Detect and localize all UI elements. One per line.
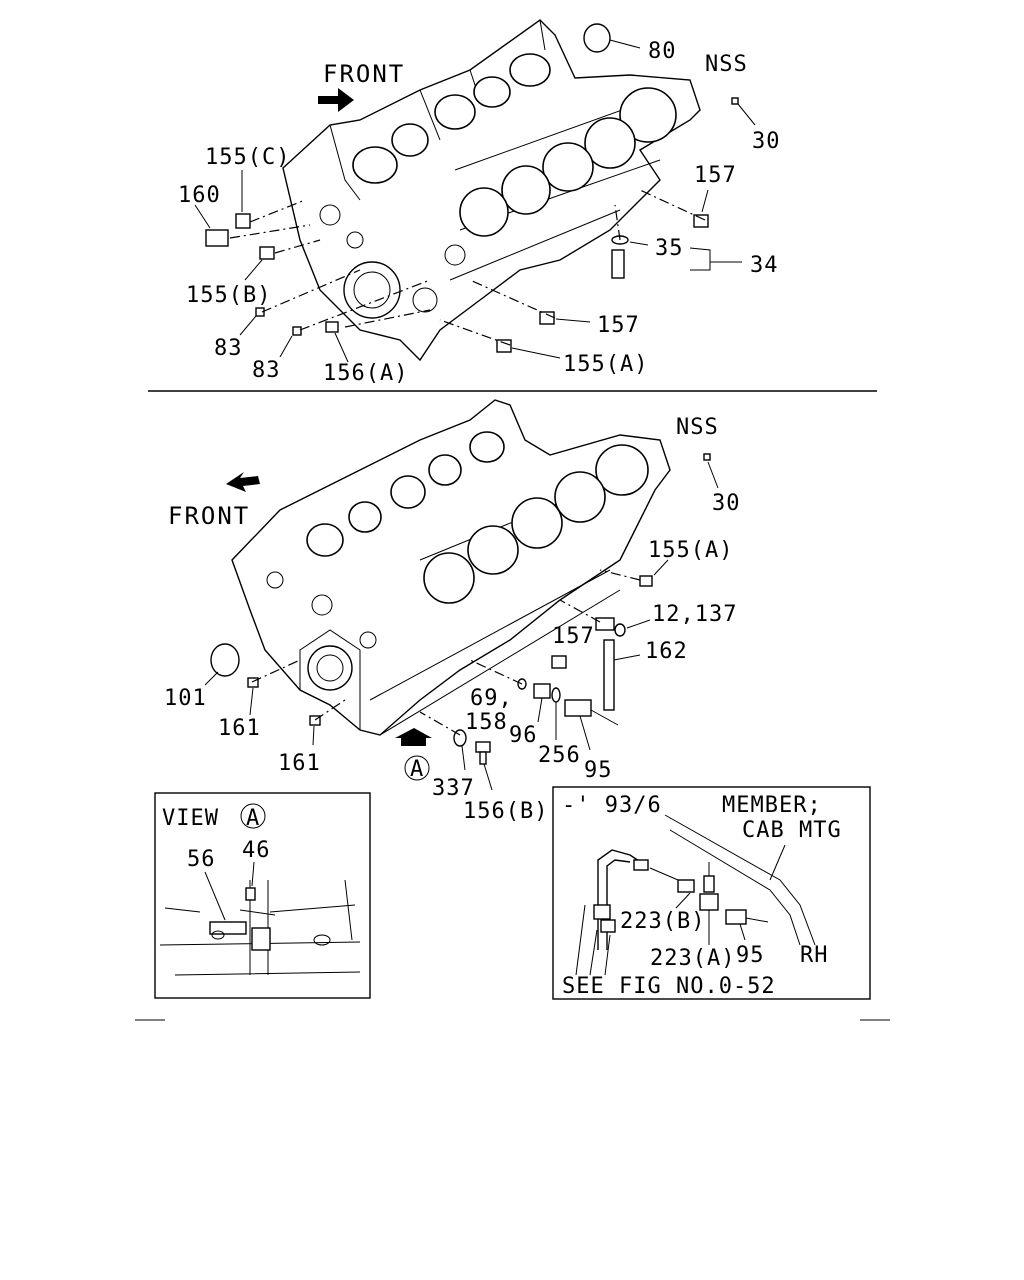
detail-label-223a: 223(A) xyxy=(650,946,735,971)
detail-member-label-line2: CAB MTG xyxy=(742,818,842,843)
top-label-156a: 156(A) xyxy=(323,361,408,386)
bottom-label-158: 158 xyxy=(465,710,508,735)
bottom-label-155a: 155(A) xyxy=(648,538,733,563)
bottom-front-label: FRONT xyxy=(168,502,250,530)
bottom-engine-block xyxy=(204,399,719,791)
top-label-34: 34 xyxy=(750,253,779,278)
bottom-label-156b: 156(B) xyxy=(463,799,548,824)
detail-date-label: -' 93/6 xyxy=(562,793,662,818)
bottom-label-337: 337 xyxy=(432,776,475,801)
detail-drawing xyxy=(575,814,816,976)
inset-detail: -' 93/6 MEMBER; CAB MTG 223(B) 223(A) 95 xyxy=(552,786,871,1000)
top-label-35: 35 xyxy=(655,236,684,261)
bottom-label-nss: NSS xyxy=(676,415,719,440)
top-label-80: 80 xyxy=(648,39,677,64)
bottom-label-157: 157 xyxy=(552,624,595,649)
bottom-label-69: 69, xyxy=(470,686,513,711)
top-view-labels: FRONT 80 NSS 30 155(C) 160 157 35 34 155… xyxy=(178,39,781,386)
bottom-label-96: 96 xyxy=(509,723,538,748)
top-label-155b: 155(B) xyxy=(186,283,271,308)
top-label-30: 30 xyxy=(752,129,781,154)
bottom-view-labels: FRONT NSS 30 155(A) 12,137 157 162 101 6… xyxy=(164,415,741,824)
view-a-title: VIEW xyxy=(162,806,219,831)
top-label-157-bottom: 157 xyxy=(597,313,640,338)
top-block-parts xyxy=(194,23,756,363)
bottom-block-ports xyxy=(306,431,505,557)
top-label-160: 160 xyxy=(178,183,221,208)
view-a-drawing xyxy=(159,861,361,976)
top-engine-block xyxy=(194,19,756,363)
bottom-cylinder-bores xyxy=(423,444,649,604)
detail-label-223b: 223(B) xyxy=(620,909,705,934)
top-block-ports xyxy=(352,53,551,184)
top-front-label: FRONT xyxy=(323,60,405,88)
bottom-block-parts xyxy=(204,453,719,791)
top-label-83-right: 83 xyxy=(252,358,281,383)
bottom-label-view-a-marker: A xyxy=(410,757,424,782)
bottom-label-12-137: 12,137 xyxy=(652,602,737,627)
top-label-155c: 155(C) xyxy=(205,145,290,170)
view-a-title-symbol: A xyxy=(246,806,260,831)
top-label-nss: NSS xyxy=(705,52,748,77)
bottom-label-95: 95 xyxy=(584,758,613,783)
top-label-157-right: 157 xyxy=(694,163,737,188)
bottom-front-arrow xyxy=(226,472,260,492)
detail-label-95: 95 xyxy=(736,943,765,968)
detail-member-label-line1: MEMBER; xyxy=(722,793,822,818)
bottom-label-256: 256 xyxy=(538,743,581,768)
bottom-label-161-right: 161 xyxy=(278,751,321,776)
top-label-83-left: 83 xyxy=(214,336,243,361)
bottom-label-161-left: 161 xyxy=(218,716,261,741)
detail-label-rh: RH xyxy=(800,943,829,968)
bottom-label-30: 30 xyxy=(712,491,741,516)
view-a-label-46: 46 xyxy=(242,838,271,863)
bottom-label-101: 101 xyxy=(164,686,207,711)
view-a-label-56: 56 xyxy=(187,847,216,872)
inset-view-a: VIEW A 56 46 xyxy=(154,792,371,999)
top-front-arrow xyxy=(318,88,354,112)
top-label-155a: 155(A) xyxy=(563,352,648,377)
detail-footer: SEE FIG NO.0-52 xyxy=(562,974,776,999)
top-cylinder-bores xyxy=(459,87,677,237)
view-a-arrow xyxy=(395,728,432,746)
bottom-label-162: 162 xyxy=(645,639,688,664)
